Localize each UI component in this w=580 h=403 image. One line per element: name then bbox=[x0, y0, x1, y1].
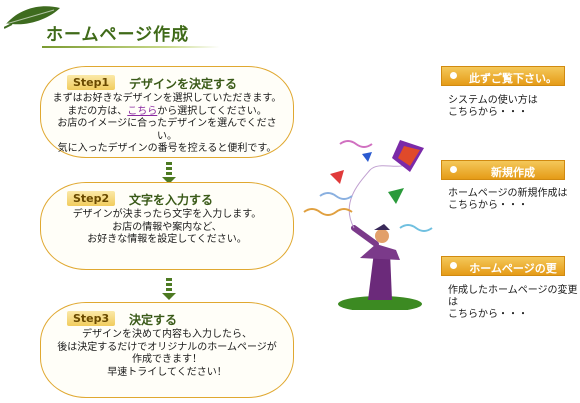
down-arrow-icon bbox=[161, 160, 177, 184]
step-3-line-4: 早速トライしてください！ bbox=[107, 366, 227, 378]
step-3-line-2: 後は決定するだけでオリジナルのホームページが bbox=[57, 341, 277, 353]
step-3-heading: 決定する bbox=[129, 313, 178, 327]
step-1-line-1: まずはお好きなデザインを選択していただきます。 bbox=[52, 93, 282, 104]
button-dot-icon bbox=[450, 166, 457, 173]
guide-button-label: 此ずご覧下さい。 bbox=[469, 72, 557, 85]
button-dot-icon bbox=[450, 262, 457, 269]
guide-button[interactable]: 此ずご覧下さい。 bbox=[441, 66, 565, 86]
update-button-label: ホームページの更新 bbox=[469, 262, 557, 291]
step-3-line-1: デザインを決めて内容も入力したら、 bbox=[82, 329, 252, 340]
design-select-link[interactable]: こちら bbox=[127, 105, 158, 117]
step-1-card: Step1 デザインを決定する まずはお好きなデザインを選択していただきます。 … bbox=[40, 66, 294, 158]
down-arrow-icon bbox=[161, 276, 177, 300]
step-3-line-3: 作成できます！ bbox=[132, 354, 202, 365]
update-button[interactable]: ホームページの更新 bbox=[441, 256, 565, 291]
new-create-desc: ホームページの新規作成は こちらから・・・ bbox=[448, 188, 568, 211]
step-2-card: Step2 文字を入力する デザインが決まったら文字を入力します。 お店の情報や… bbox=[40, 182, 294, 270]
button-dot-icon bbox=[450, 72, 457, 79]
step-2-line-3: お好きな情報を設定してください。 bbox=[87, 234, 247, 245]
update-desc: 作成したホームページの変更は こちらから・・・ bbox=[448, 285, 578, 320]
step-2-heading: 文字を入力する bbox=[129, 193, 214, 207]
step-2-line-1: デザインが決まったら文字を入力します。 bbox=[72, 209, 262, 220]
step-3-card: Step3 決定する デザインを決めて内容も入力したら、 後は決定するだけでオリ… bbox=[40, 302, 294, 398]
step-2-badge: Step2 bbox=[67, 191, 116, 206]
leaf-logo-icon bbox=[4, 6, 60, 29]
step-1-text: まずはお好きなデザインを選択していただきます。 まだの方は、こちらから選択してく… bbox=[49, 93, 285, 156]
step-3-badge: Step3 bbox=[67, 311, 116, 326]
step-1-line-3: お店のイメージに合ったデザインを選んでください。 bbox=[57, 118, 277, 142]
step-1-heading: デザインを決定する bbox=[129, 77, 238, 91]
step-1-line-2: まだの方は、こちらから選択してください。 bbox=[67, 105, 267, 117]
new-create-button[interactable]: 新規作成 bbox=[441, 160, 565, 180]
step-2-line-2: お店の情報や案内など、 bbox=[112, 221, 222, 233]
step-2-text: デザインが決まったら文字を入力します。 お店の情報や案内など、 お好きな情報を設… bbox=[49, 209, 285, 247]
step-1-line-4: 気に入ったデザインの番号を控えると便利です。 bbox=[57, 143, 277, 154]
step-3-text: デザインを決めて内容も入力したら、 後は決定するだけでオリジナルのホームページが… bbox=[49, 329, 285, 379]
new-create-button-label: 新規作成 bbox=[491, 166, 535, 179]
guide-desc: システムの使い方は こちらから・・・ bbox=[448, 95, 538, 118]
kite-figure-illustration bbox=[303, 140, 433, 310]
page-title: ホームページ作成 bbox=[46, 25, 190, 45]
step-1-badge: Step1 bbox=[67, 75, 116, 90]
title-underline bbox=[42, 46, 220, 48]
